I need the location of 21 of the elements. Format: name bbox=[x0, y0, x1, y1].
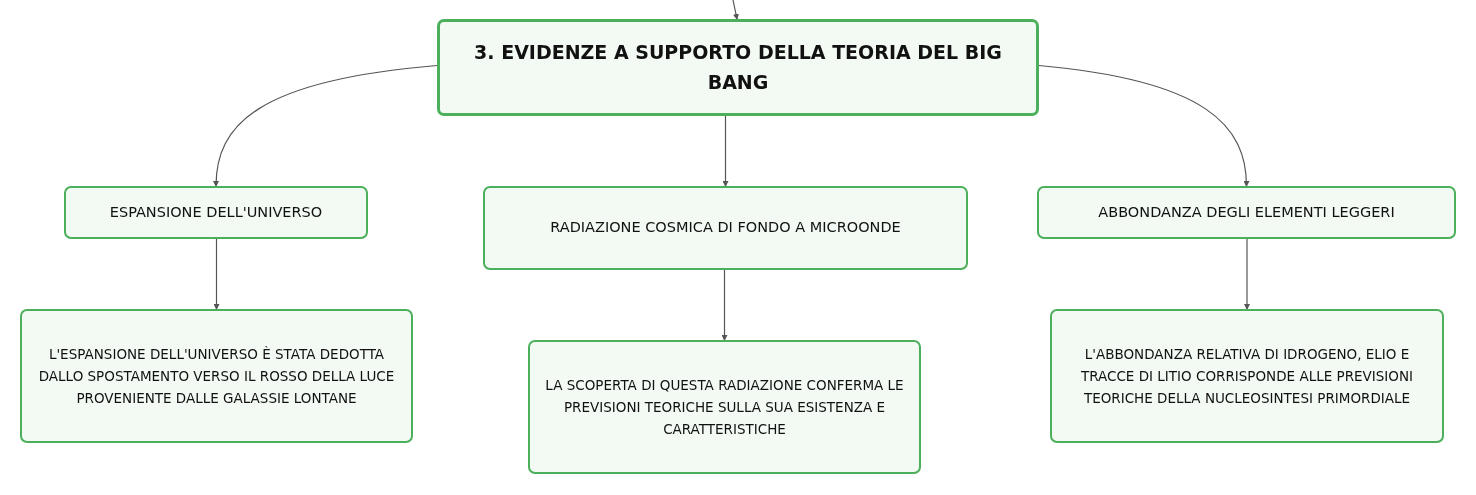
topic-box bbox=[437, 19, 1039, 116]
connector-arrow bbox=[213, 64, 438, 187]
concept-box bbox=[528, 340, 921, 474]
node-text: ABBONDANZA DEGLI ELEMENTI LEGGERI bbox=[1098, 202, 1395, 222]
node-text: ESPANSIONE DELL'UNIVERSO bbox=[109, 202, 323, 222]
node-text: L'ESPANSIONE DELL'UNIVERSO È STATA DEDOTTA DALLO SPOSTAMENTO VERSO IL ROSSO DELLA LUCE PROVENIENTE DALLE GALASSIE LONTANE bbox=[37, 344, 396, 409]
node-text: 3. EVIDENZE A SUPPORTO DELLA TEORIA DEL BIG BANG bbox=[473, 40, 1003, 95]
concept-box bbox=[1037, 186, 1456, 239]
connector-arrow bbox=[732, 0, 739, 20]
concept-box bbox=[64, 186, 368, 239]
node-text: L'ABBONDANZA RELATIVA DI IDROGENO, ELIO E TRACCE DI LITIO CORRISPONDE ALLE PREVISIONI TEORICHE DELLA NUCLEOSINTESI PRIMORDIALE bbox=[1079, 344, 1415, 409]
node-text: RADIAZIONE COSMICA DI FONDO A MICROONDE bbox=[550, 218, 901, 238]
connector-arrow bbox=[1244, 238, 1250, 310]
connector-arrow bbox=[721, 269, 728, 341]
concept-box bbox=[20, 309, 413, 443]
concept-box bbox=[483, 186, 968, 270]
connector-arrow bbox=[722, 115, 729, 187]
node-text: LA SCOPERTA DI QUESTA RADIAZIONE CONFERMA LE PREVISIONI TEORICHE SULLA SUA ESISTENZA E CARATTERISTICHE bbox=[544, 375, 905, 440]
connector-arrow bbox=[1038, 64, 1250, 187]
concept-box bbox=[1050, 309, 1444, 443]
connector-arrow bbox=[213, 238, 220, 310]
